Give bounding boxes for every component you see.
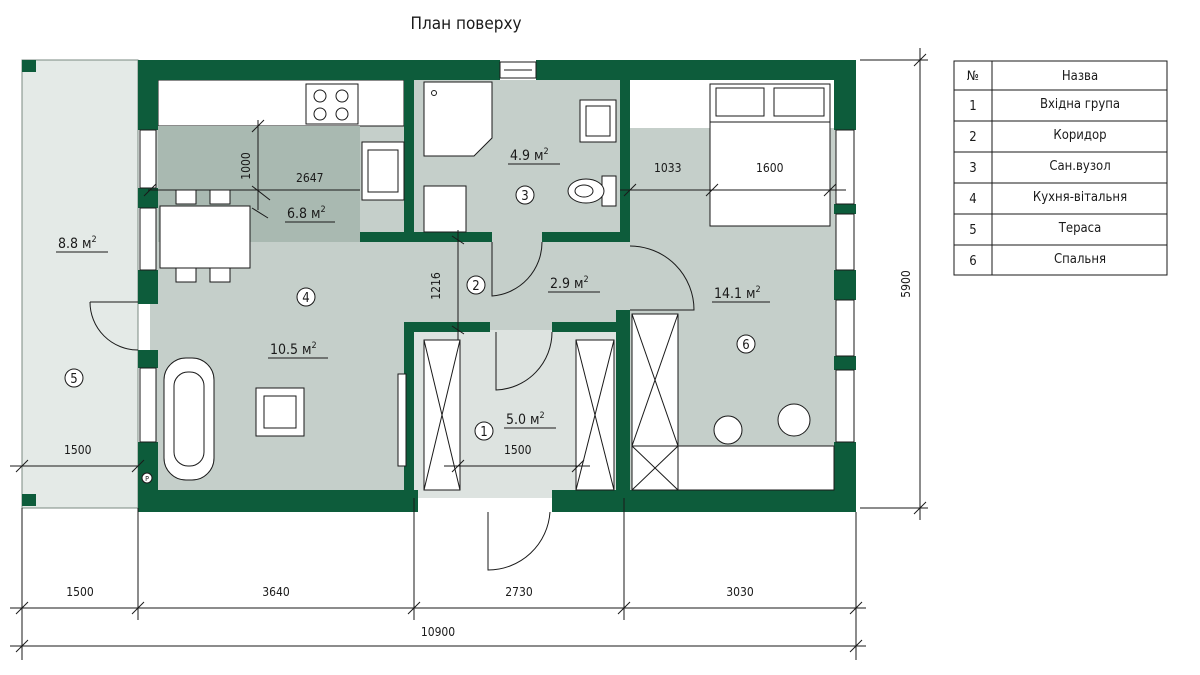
- dimension-label: 1216: [429, 272, 443, 300]
- legend-row-name: Тераса: [1058, 221, 1102, 236]
- legend-row-name: Вхідна група: [1040, 97, 1120, 112]
- outer-dimension-lines: [10, 48, 928, 660]
- tv-unit: [397, 373, 407, 467]
- panel-label: P: [145, 475, 149, 483]
- dimension-label: 1600: [756, 161, 784, 175]
- shower: [423, 81, 493, 157]
- room-markers: [64, 185, 756, 441]
- kitchen-worktop: [157, 79, 405, 127]
- legend-row-name: Коридор: [1053, 128, 1106, 143]
- bath-cabinet: [423, 185, 467, 233]
- room-number: 5: [70, 372, 77, 387]
- wardrobe: [631, 313, 679, 491]
- terrace-floor: [21, 59, 139, 509]
- legend-row-no: 2: [969, 130, 976, 145]
- washbasin: [579, 99, 617, 143]
- kitchen-sink: [361, 141, 405, 201]
- door-swings: [89, 241, 695, 571]
- outer-walls: [138, 60, 856, 512]
- window-right: [835, 129, 855, 443]
- room-number: 1: [480, 425, 487, 440]
- legend-row-no: 4: [969, 192, 976, 207]
- legend-table: [953, 60, 1168, 276]
- inner-dimension-lines: [10, 119, 846, 473]
- window-left: [139, 129, 157, 443]
- entry-wardrobe: [423, 339, 615, 491]
- area-underlines: [56, 163, 770, 429]
- dimension-label: 3030: [726, 585, 754, 599]
- dimension-label: 2730: [505, 585, 533, 599]
- room-number: 2: [472, 279, 479, 294]
- room-area: 2.9 м2: [550, 275, 589, 292]
- room-number: 6: [742, 338, 749, 353]
- room-area: 4.9 м2: [510, 147, 549, 164]
- dimension-label: 1000: [239, 152, 253, 180]
- kitchen-area: 6.8 м2: [287, 205, 326, 222]
- legend-row-no: 1: [969, 99, 976, 114]
- stove: [305, 83, 359, 125]
- room-number: 4: [302, 291, 309, 306]
- terrace-post: [22, 494, 36, 506]
- coffee-table: [255, 387, 305, 437]
- legend-row-no: 5: [969, 223, 976, 238]
- terrace-post: [22, 60, 36, 72]
- dimension-label: 1500: [504, 443, 532, 457]
- legend-row-name: Кухня-вітальня: [1033, 190, 1127, 205]
- legend-header-no: №: [967, 69, 979, 84]
- dimension-label: 1500: [66, 585, 94, 599]
- dimension-label: 2647: [296, 171, 323, 185]
- dimension-label: 1033: [654, 161, 681, 175]
- plan-title: План поверху: [410, 14, 521, 34]
- inner-walls: [360, 80, 630, 490]
- room-area: 8.8 м2: [58, 235, 97, 252]
- dimension-label: 5900: [899, 270, 913, 298]
- toilet: [567, 175, 617, 207]
- room-area: 14.1 м2: [714, 285, 761, 302]
- legend-row-name: Сан.вузол: [1049, 159, 1110, 174]
- chair: [713, 403, 811, 445]
- legend-row-no: 3: [969, 161, 976, 176]
- dimension-label: 1500: [64, 443, 92, 457]
- legend-row-name: Спальня: [1054, 252, 1106, 267]
- room-area: 5.0 м2: [506, 411, 545, 428]
- dimension-label: 3640: [262, 585, 290, 599]
- room-number: 3: [521, 189, 528, 204]
- dining-table: [159, 189, 251, 283]
- legend-row-no: 6: [969, 254, 976, 269]
- sofa: [163, 357, 215, 481]
- panel-marker: [141, 472, 153, 484]
- legend-header-name: Назва: [1062, 69, 1098, 84]
- room-area: 10.5 м2: [270, 341, 317, 358]
- bed: [709, 83, 831, 227]
- desk: [677, 445, 835, 491]
- dimension-label: 10900: [421, 625, 455, 639]
